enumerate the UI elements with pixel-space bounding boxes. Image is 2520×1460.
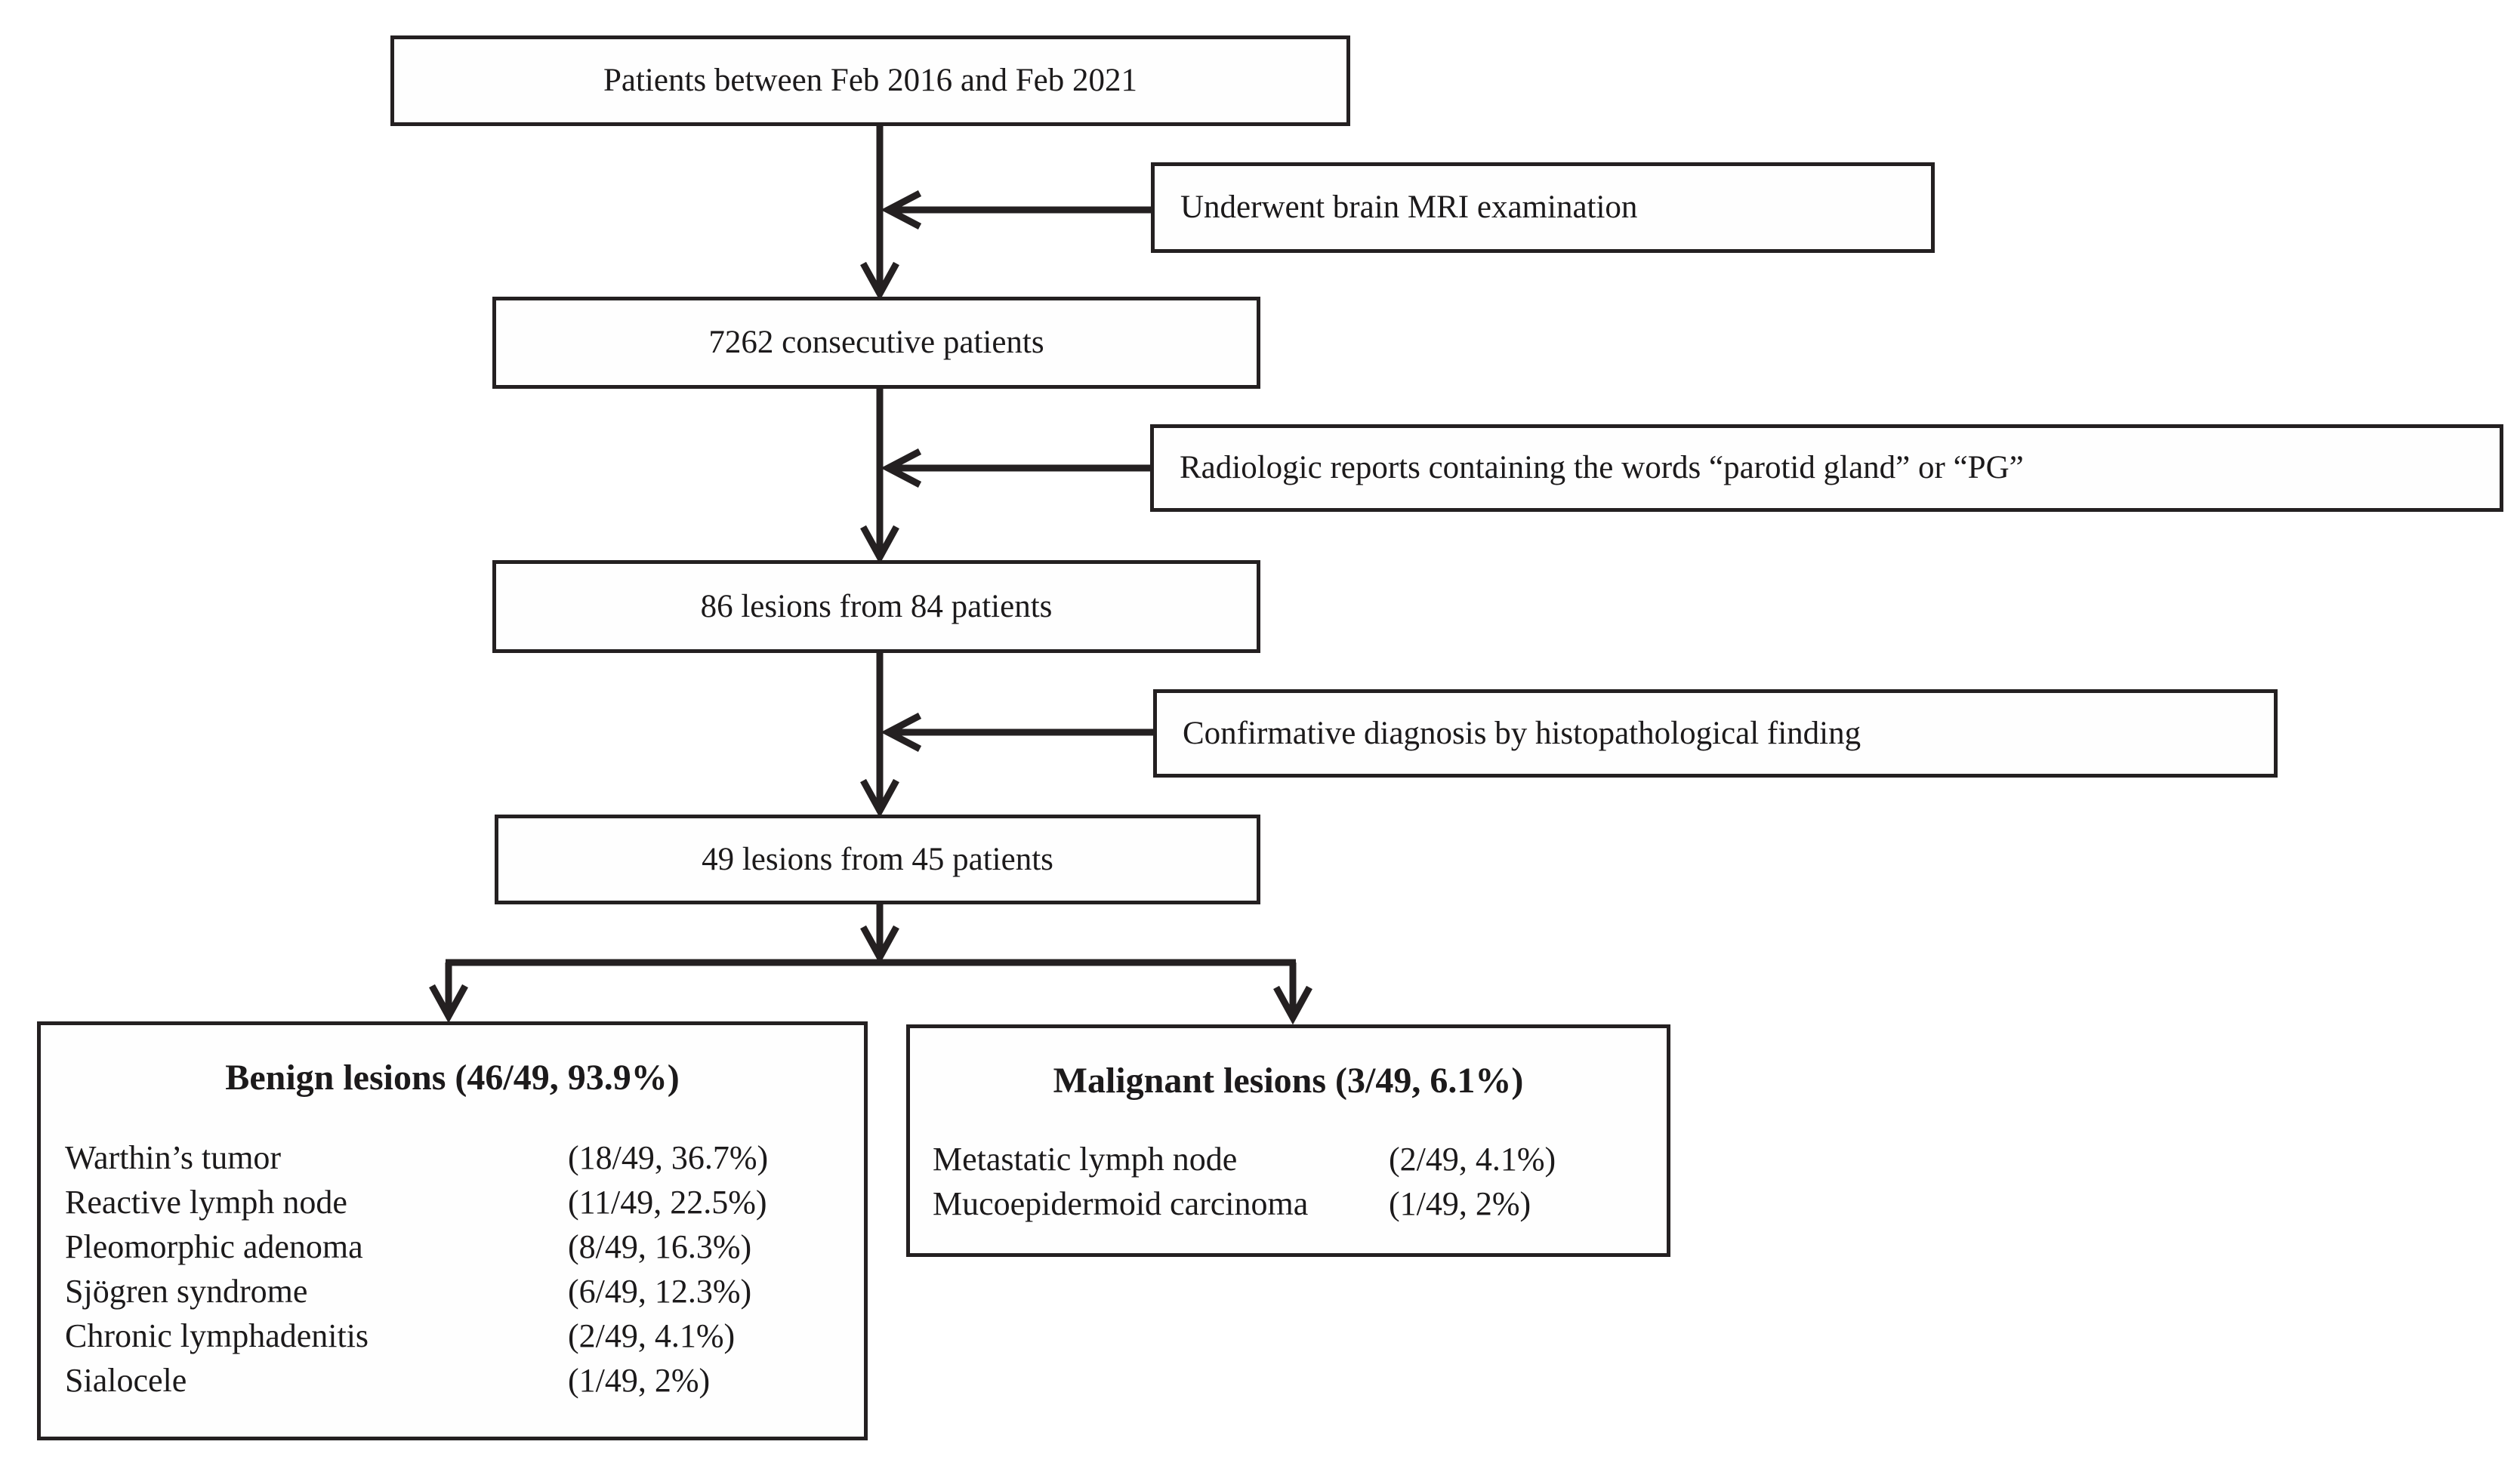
benign-lesions-list: Warthin’s tumor (18/49, 36.7%) Reactive … — [65, 1135, 864, 1403]
list-item: Chronic lymphadenitis (2/49, 4.1%) — [65, 1314, 864, 1358]
list-item: Sialocele (1/49, 2%) — [65, 1358, 864, 1403]
lesion-name: Warthin’s tumor — [65, 1139, 282, 1176]
criteria-label: Confirmative diagnosis by histopathologi… — [1183, 715, 1861, 751]
arrowhead-down-icon — [860, 261, 899, 301]
list-item: Metastatic lymph node (2/49, 4.1%) — [933, 1137, 1667, 1181]
stage-box-consecutive-patients: 7262 consecutive patients — [492, 297, 1260, 389]
lesion-name: Reactive lymph node — [65, 1184, 347, 1221]
arrowhead-down-icon — [860, 525, 899, 565]
list-item: Mucoepidermoid carcinoma (1/49, 2%) — [933, 1181, 1667, 1226]
lesion-name: Sjögren syndrome — [65, 1273, 308, 1310]
criteria-box-radiologic-reports: Radiologic reports containing the words … — [1150, 424, 2503, 512]
lesion-count: (2/49, 4.1%) — [1389, 1141, 1556, 1178]
lesion-count: (8/49, 16.3%) — [568, 1228, 752, 1265]
arrowhead-left-icon — [881, 448, 922, 488]
lesion-count: (6/49, 12.3%) — [568, 1273, 752, 1310]
list-item: Pleomorphic adenoma (8/49, 16.3%) — [65, 1224, 864, 1269]
list-item: Warthin’s tumor (18/49, 36.7%) — [65, 1135, 864, 1180]
lesion-name: Chronic lymphadenitis — [65, 1317, 369, 1354]
lesion-name: Sialocele — [65, 1362, 187, 1399]
lesion-count: (11/49, 22.5%) — [568, 1184, 767, 1221]
arrowhead-down-icon — [860, 778, 899, 818]
stage-box-86-lesions: 86 lesions from 84 patients — [492, 560, 1260, 653]
lesion-count: (18/49, 36.7%) — [568, 1139, 769, 1176]
arrowhead-down-icon — [429, 984, 468, 1024]
arrowhead-down-icon — [1273, 985, 1312, 1025]
arrowhead-left-icon — [881, 190, 922, 229]
criteria-box-histopathology: Confirmative diagnosis by histopathologi… — [1153, 689, 2278, 778]
start-box-label: Patients between Feb 2016 and Feb 2021 — [603, 63, 1137, 99]
stage-box-49-lesions: 49 lesions from 45 patients — [495, 815, 1260, 904]
stage-box-label: 7262 consecutive patients — [708, 325, 1044, 361]
lesion-count: (1/49, 2%) — [1389, 1185, 1531, 1222]
malignant-lesions-panel: Malignant lesions (3/49, 6.1%) Metastati… — [906, 1024, 1670, 1257]
lesion-name: Metastatic lymph node — [933, 1141, 1238, 1178]
lesion-count: (2/49, 4.1%) — [568, 1317, 736, 1354]
arrowhead-down-icon — [860, 925, 899, 965]
lesion-name: Mucoepidermoid carcinoma — [933, 1185, 1309, 1222]
stage-box-label: 49 lesions from 45 patients — [702, 841, 1053, 877]
criteria-box-brain-mri: Underwent brain MRI examination — [1151, 162, 1935, 253]
criteria-label: Underwent brain MRI examination — [1180, 189, 1638, 226]
benign-panel-title: Benign lesions (46/49, 93.9%) — [225, 1058, 680, 1098]
lesion-count: (1/49, 2%) — [568, 1362, 711, 1399]
list-item: Reactive lymph node (11/49, 22.5%) — [65, 1180, 864, 1224]
benign-lesions-panel: Benign lesions (46/49, 93.9%) Warthin’s … — [37, 1021, 868, 1440]
arrowhead-left-icon — [881, 713, 922, 752]
start-box: Patients between Feb 2016 and Feb 2021 — [390, 35, 1350, 126]
malignant-lesions-list: Metastatic lymph node (2/49, 4.1%) Mucoe… — [933, 1137, 1667, 1226]
stage-box-label: 86 lesions from 84 patients — [700, 588, 1053, 624]
malignant-panel-title: Malignant lesions (3/49, 6.1%) — [1053, 1061, 1524, 1101]
list-item: Sjögren syndrome (6/49, 12.3%) — [65, 1269, 864, 1314]
criteria-label: Radiologic reports containing the words … — [1180, 450, 2024, 486]
lesion-name: Pleomorphic adenoma — [65, 1228, 363, 1265]
